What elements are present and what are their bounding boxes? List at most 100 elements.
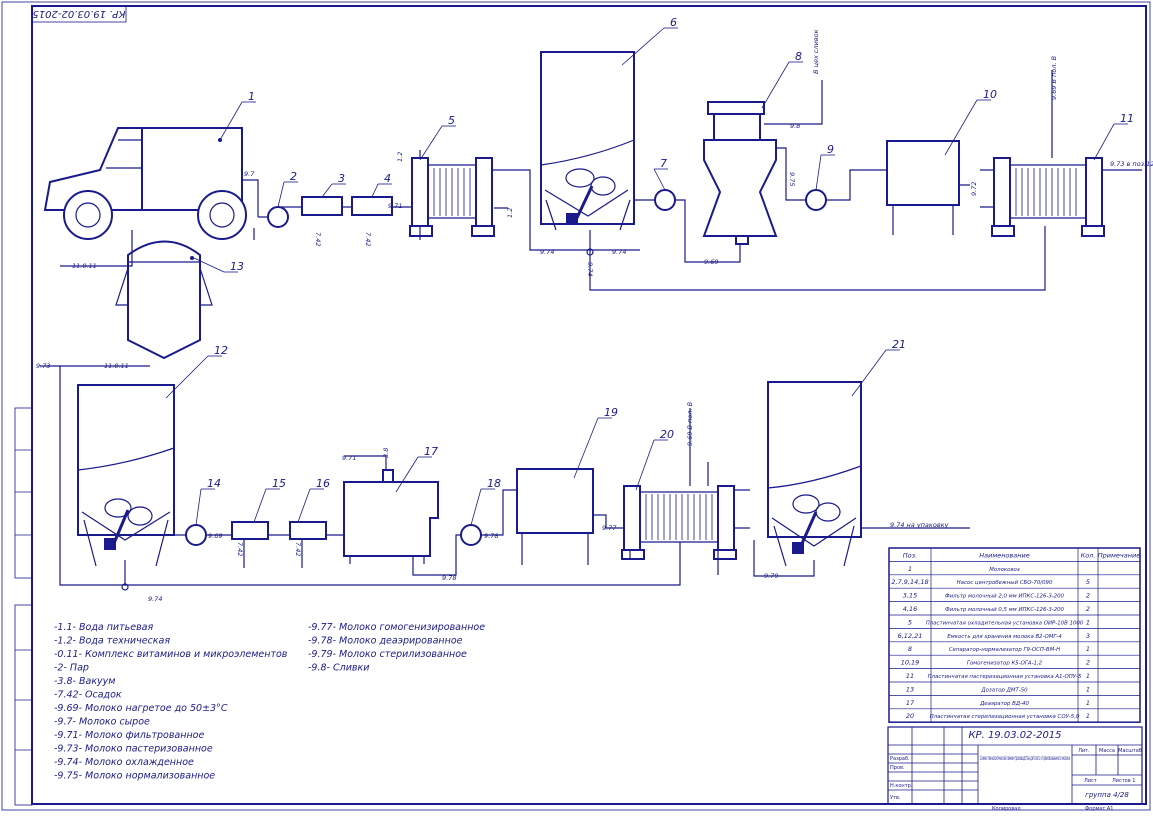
leader-line — [621, 27, 665, 66]
legend-item: -3.8- Вакуум — [54, 676, 115, 687]
legend-item: -9.73- Молоко пастеризованное — [54, 744, 213, 755]
legend-left: -1.1- Вода питьевая -1.2- Вода техническа… — [54, 622, 288, 782]
pipeline-label: 9.75 — [788, 172, 796, 186]
leader-line — [165, 355, 209, 399]
leader-line — [573, 417, 599, 479]
filter — [231, 521, 269, 540]
legend-item: -9.79- Молоко стерилизованное — [308, 649, 467, 660]
table-cell: 13 — [906, 685, 914, 693]
leader-line — [944, 99, 978, 156]
legend-item: -9.74- Молоко охлажденное — [54, 757, 194, 768]
pipeline-label: 9.74 — [586, 262, 594, 276]
plate-cooler — [409, 157, 495, 237]
table-cell: Сепаратор-нормализатор Г9-ОСП-ВМ-Н — [949, 647, 1060, 653]
inner-frame — [31, 5, 1147, 805]
legend-item: -9.7- Молоко сырое — [54, 717, 150, 728]
pipeline-label: 9.74 на упаковку — [890, 521, 949, 529]
equipment-number-12: 12 — [214, 344, 228, 357]
title-col-lit: Лит. — [1078, 748, 1090, 754]
equipment-number-14: 14 — [207, 477, 221, 490]
equipment-number-8: 8 — [795, 50, 802, 63]
pipeline-label: 1.2 — [506, 208, 514, 218]
leader-line — [635, 439, 655, 491]
legend-item: -1.1- Вода питьевая — [54, 622, 154, 633]
pipeline-label: 9.69 В пол. В — [686, 401, 694, 446]
binding-strip-top — [14, 407, 33, 579]
title-role-1: Разраб. — [890, 756, 910, 762]
pipeline-label: 9.73 в поз.12 — [1110, 160, 1153, 168]
equipment-number-10: 10 — [983, 88, 997, 101]
legend-item: -9.8- Сливки — [308, 663, 369, 674]
pipeline-label: 9.69 — [208, 532, 222, 540]
pipeline-label: 7.42 — [294, 542, 302, 556]
homogenizer — [886, 140, 960, 235]
pipeline-label: 9.72 — [970, 182, 978, 196]
table-header: Примечание — [1098, 551, 1140, 559]
equipment-number-21: 21 — [892, 338, 906, 351]
pump — [460, 524, 482, 546]
legend-item: -9.69- Молоко нагретое до 50±3°С — [54, 703, 228, 714]
leader-line — [195, 488, 202, 526]
table-cell: 2,7,9,14,18 — [891, 578, 928, 586]
equipment-number-4: 4 — [384, 172, 391, 185]
leader-line — [321, 183, 333, 198]
separator — [702, 101, 778, 245]
pipeline-label: 9.71 — [388, 202, 402, 210]
equipment-number-19: 19 — [604, 406, 618, 419]
table-cell: 5 — [908, 618, 912, 626]
dosing-tank — [115, 240, 213, 360]
legend-item: -1.2- Вода техническая — [54, 636, 170, 647]
filter — [301, 196, 343, 216]
table-cell: 20 — [906, 712, 914, 720]
table-cell: 1 — [1086, 618, 1090, 626]
leader-line — [297, 488, 311, 523]
table-cell: 4,16 — [903, 605, 917, 613]
equipment-number-17: 17 — [424, 445, 438, 458]
pipeline-label: 11.0.11 — [104, 362, 129, 370]
table-header: Кол. — [1081, 551, 1096, 559]
leader-line — [371, 183, 379, 198]
table-cell: Фильтр молочный 0,5 мм ИПКС-126-3-200 — [945, 607, 1065, 613]
table-cell: Деаэратор ВД-40 — [979, 701, 1029, 707]
table-cell: 6,12,21 — [898, 632, 923, 640]
equipment-number-13: 13 — [230, 260, 244, 273]
leader-line — [761, 61, 790, 109]
storage-tank — [540, 51, 635, 231]
leader-line — [815, 154, 822, 191]
leader-line — [395, 456, 419, 493]
leader-line — [653, 168, 666, 191]
equipment-number-1: 1 — [248, 90, 255, 103]
leader-line — [253, 488, 267, 523]
table-cell: Дозатор ДМТ-50 — [980, 687, 1028, 693]
leader-line — [851, 349, 887, 397]
table-cell: 17 — [906, 699, 915, 707]
pipeline-label: 9.73 — [36, 362, 50, 370]
table-cell: Гомогенизатор К5-ОГА-1,2 — [967, 661, 1043, 667]
title-role-4: Утв. — [890, 795, 901, 801]
equipment-number-3: 3 — [338, 172, 345, 185]
pipeline-label: 3.8 — [382, 448, 390, 458]
pipeline-label: 9.8 — [790, 122, 800, 130]
equipment-number-18: 18 — [487, 477, 501, 490]
pipeline-label: 7.42 — [364, 232, 372, 246]
pipeline-label: 11.0.11 — [72, 262, 97, 270]
pipeline-label: 9.78 — [484, 532, 498, 540]
table-header: Наименование — [979, 551, 1030, 559]
pipeline-label: 9.74 — [148, 595, 162, 603]
title-group: группа 4/28 — [1085, 791, 1129, 799]
homogenizer — [516, 468, 594, 565]
deaerator — [343, 469, 439, 564]
title-copied: Копировал — [992, 806, 1021, 812]
pipeline-label: 1.2 — [396, 152, 404, 162]
table-cell: 8 — [908, 645, 912, 653]
equipment-number-9: 9 — [827, 143, 834, 156]
pipeline-label: 9.7 — [244, 170, 255, 178]
milk-truck — [43, 127, 247, 240]
pipeline-label: 9.78 — [442, 574, 456, 582]
table-cell: Пластинчатая стерилизационная установка … — [930, 714, 1080, 720]
table-cell: 1 — [1086, 645, 1090, 653]
title-col-mass: Масса — [1099, 748, 1115, 754]
